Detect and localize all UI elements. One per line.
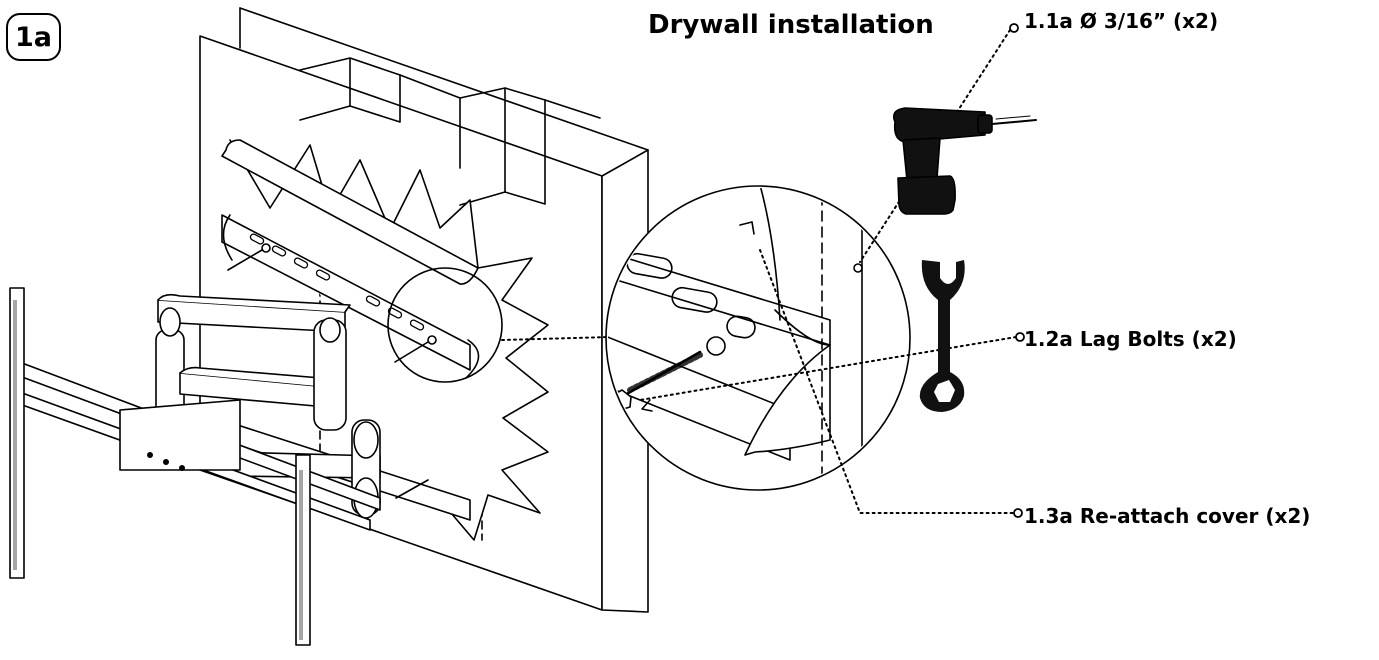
detail-magnifier bbox=[605, 185, 911, 491]
callout-lag-bolts: 1.2a Lag Bolts (x2) bbox=[1024, 327, 1237, 351]
callout-anchors bbox=[1009, 23, 1025, 518]
page-title: Drywall installation bbox=[648, 10, 934, 40]
wrench-icon bbox=[919, 260, 965, 412]
drill-icon bbox=[892, 107, 1037, 215]
callout-reattach-cover: 1.3a Re-attach cover (x2) bbox=[1024, 504, 1311, 528]
articulating-arms bbox=[155, 293, 381, 519]
callout-drill-size: 1.1a Ø 3/16” (x2) bbox=[1024, 9, 1219, 33]
step-badge: 1a bbox=[6, 13, 61, 61]
tv-bracket bbox=[9, 287, 381, 646]
detail-marker-circle bbox=[387, 267, 503, 383]
